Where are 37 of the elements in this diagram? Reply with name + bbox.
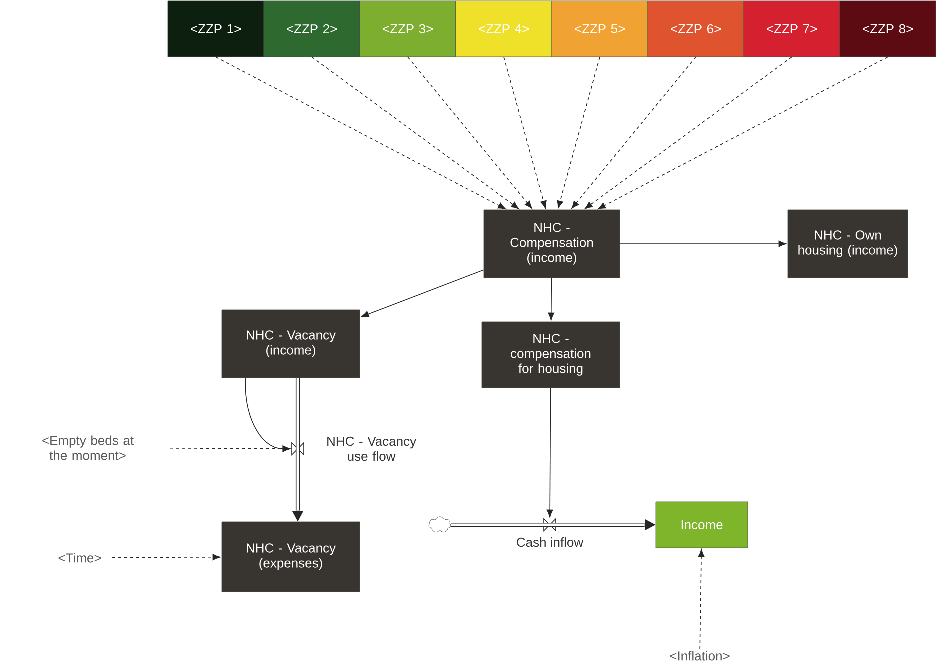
flow-pipe [292, 378, 304, 522]
arrow [361, 270, 484, 318]
arrow [112, 554, 221, 561]
variable-box: NHC - Vacancy (income) [222, 310, 360, 378]
arrow [557, 56, 600, 209]
arrow [584, 56, 792, 210]
arrow [312, 56, 520, 210]
arrow [546, 388, 554, 518]
variable-box: <ZZP 3> [360, 0, 456, 58]
arrow [572, 56, 696, 209]
arrow [216, 56, 506, 210]
arrow [598, 56, 888, 210]
arrow [548, 278, 555, 321]
arrow [698, 549, 705, 650]
variable-box: <ZZP 4> [456, 0, 552, 58]
stock-box: Income [656, 502, 748, 548]
variable-box: <ZZP 2> [264, 0, 360, 58]
variable-text: <Inflation> [670, 651, 730, 661]
flow-pipe [451, 519, 656, 531]
variable-box: <ZZP 1> [168, 0, 264, 58]
flow-label: Cash inflow [517, 538, 584, 548]
variable-box: NHC - compensation for housing [482, 322, 620, 388]
variable-box: NHC - Own housing (income) [788, 210, 908, 278]
arrow [504, 56, 547, 209]
variable-box: <ZZP 5> [552, 0, 648, 58]
variable-box: NHC - Compensation (income) [484, 210, 620, 278]
variable-box: NHC - Vacancy (expenses) [222, 522, 360, 592]
cloud-icon [428, 516, 452, 532]
variable-text: <Time> [58, 553, 102, 563]
variable-box: <ZZP 8> [840, 0, 936, 58]
flow-label: NHC - Vacancy use flow [328, 436, 417, 462]
variable-box: <ZZP 7> [744, 0, 840, 58]
variable-box: <ZZP 6> [648, 0, 744, 58]
arrow [620, 240, 787, 248]
arrow [170, 446, 291, 452]
arrow [408, 56, 532, 209]
variable-text: <Empty beds at the moment> [42, 436, 134, 460]
